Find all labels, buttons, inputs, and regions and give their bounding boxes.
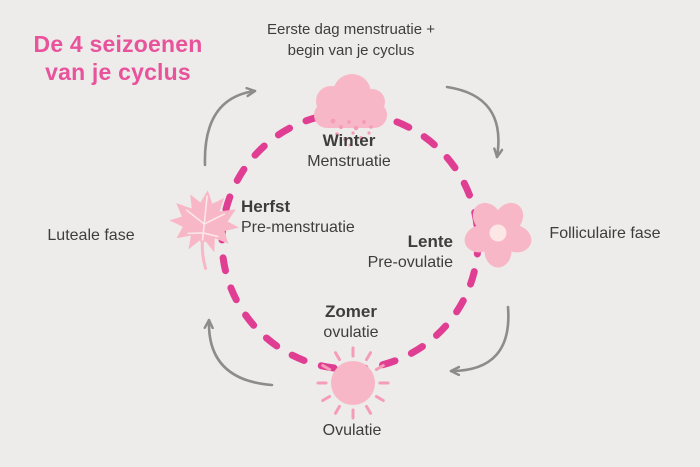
page-title-line2: van je cyclus (45, 59, 191, 85)
page-title: De 4 seizoenen van je cyclus (34, 30, 203, 86)
season-zomer: Zomer ovulatie (323, 301, 378, 343)
ovulatie-label: Ovulatie (322, 422, 382, 439)
folliculaire-fase-label: Folliculaire fase (549, 225, 661, 242)
luteale-fase-label: Luteale fase (47, 227, 135, 244)
season-lente: Lente Pre-ovulatie (368, 231, 453, 273)
arrow-bottom-left-icon (209, 318, 274, 387)
season-herfst-name: Herfst (241, 197, 291, 216)
season-herfst: Herfst Pre-menstruatie (241, 196, 355, 238)
arrow-top-left-icon (203, 91, 257, 167)
page-title-line1: De 4 seizoenen (33, 31, 203, 57)
season-winter-phase: Menstruatie (307, 153, 391, 170)
arrow-bottom-right-icon (449, 305, 510, 371)
season-zomer-name: Zomer (325, 302, 377, 321)
season-lente-phase: Pre-ovulatie (367, 254, 453, 271)
cycle-start-note-line1: Eerste dag menstruatie + (266, 21, 436, 38)
season-winter-name: Winter (322, 131, 376, 150)
cycle-start-note: Eerste dag menstruatie + begin van je cy… (267, 19, 435, 61)
maple-leaf-icon (169, 190, 240, 270)
season-zomer-phase: ovulatie (323, 324, 379, 341)
arrow-top-right-icon (445, 85, 498, 159)
cycle-start-note-line2: begin van je cyclus (287, 42, 415, 59)
rain-cloud-icon (314, 74, 387, 147)
season-winter: Winter Menstruatie (307, 130, 391, 172)
season-herfst-phase: Pre-menstruatie (241, 219, 355, 236)
season-lente-name: Lente (407, 232, 453, 251)
sun-icon (316, 346, 390, 420)
rain-drops (330, 118, 373, 147)
flower-icon (464, 202, 532, 268)
